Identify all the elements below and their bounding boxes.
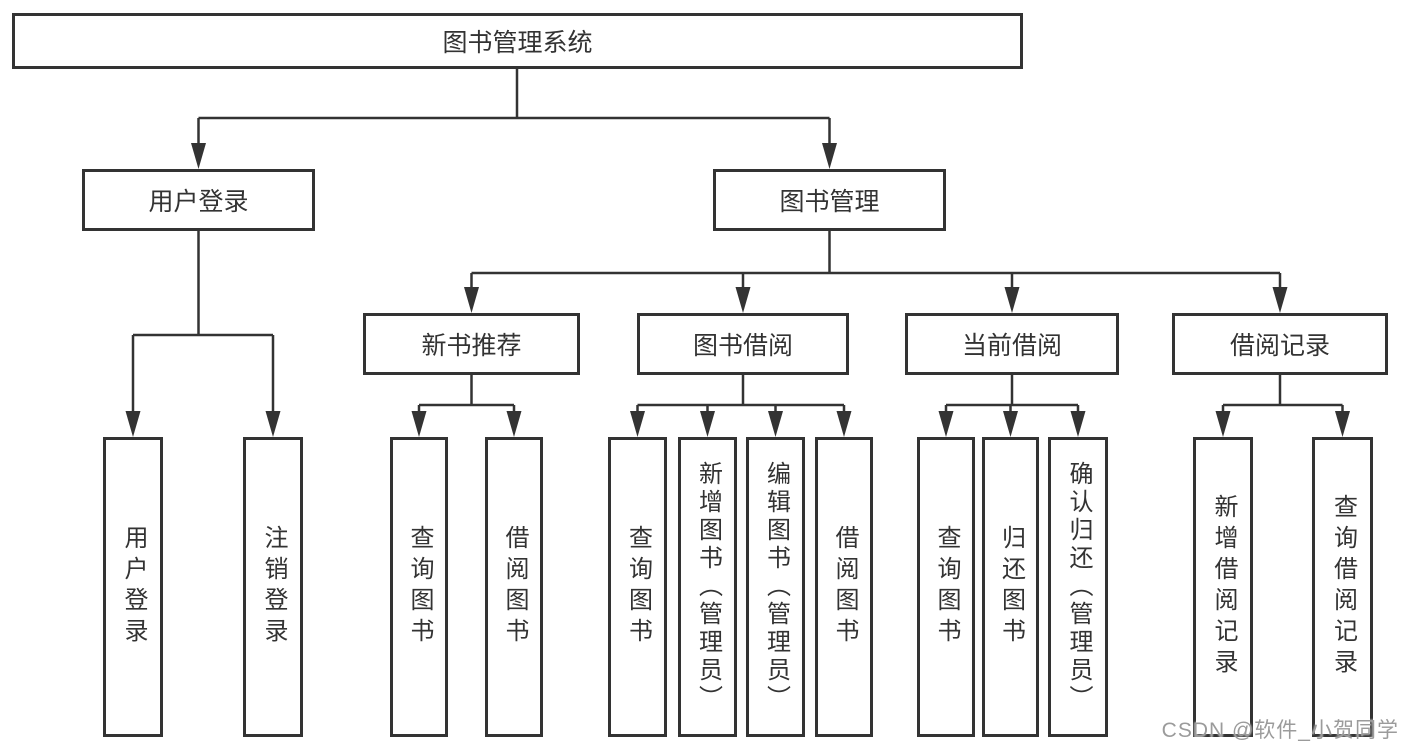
node-leaf-return-books: 归还图书 (982, 437, 1039, 737)
node-leaf-user-login: 用户登录 (103, 437, 163, 737)
node-label: 借阅图书 (831, 525, 858, 649)
node-leaf-borrow-books-1: 借阅图书 (485, 437, 543, 737)
node-leaf-edit-books-admin: 编辑图书（管理员） (746, 437, 805, 737)
node-label: 图书管理系统 (442, 29, 593, 57)
node-new-book-recommendation: 新书推荐 (363, 313, 580, 375)
node-label: 新增图书（管理员） (694, 461, 722, 713)
node-label: 查询图书 (624, 525, 652, 649)
node-label: 查询借阅记录 (1329, 494, 1357, 680)
node-label: 编辑图书（管理员） (762, 461, 790, 713)
node-label: 图书借阅 (692, 332, 793, 360)
node-label: 归还图书 (997, 525, 1025, 649)
node-book-borrowing: 图书借阅 (637, 313, 849, 375)
node-label: 当前借阅 (961, 332, 1062, 360)
node-leaf-query-books-3: 查询图书 (917, 437, 975, 737)
node-library-management-system: 图书管理系统 (12, 13, 1023, 69)
node-label: 图书管理 (779, 188, 880, 216)
node-label: 借阅记录 (1229, 332, 1330, 360)
node-leaf-add-books-admin: 新增图书（管理员） (678, 437, 737, 737)
node-label: 用户登录 (148, 188, 249, 216)
node-label: 查询图书 (406, 525, 433, 649)
node-label: 查询图书 (933, 525, 960, 649)
node-leaf-borrow-books-2: 借阅图书 (815, 437, 873, 737)
watermark-csdn: CSDN @软件_小贺同学 (1161, 719, 1399, 742)
node-user-login-branch: 用户登录 (82, 169, 315, 231)
node-label: 确认归还（管理员） (1065, 461, 1092, 713)
node-label: 用户登录 (120, 525, 147, 649)
node-label: 注销登录 (260, 525, 287, 649)
arrowhead-icons (125, 143, 1350, 437)
node-label: 新增借阅记录 (1210, 494, 1237, 680)
node-leaf-query-books-1: 查询图书 (390, 437, 448, 737)
node-leaf-query-borrow-record: 查询借阅记录 (1312, 437, 1373, 737)
node-leaf-add-borrow-record: 新增借阅记录 (1193, 437, 1253, 737)
node-current-borrowing: 当前借阅 (905, 313, 1119, 375)
node-leaf-confirm-return-admin: 确认归还（管理员） (1048, 437, 1108, 737)
node-leaf-query-books-2: 查询图书 (608, 437, 667, 737)
node-book-management-branch: 图书管理 (713, 169, 946, 231)
node-label: 新书推荐 (421, 332, 522, 360)
node-leaf-logout: 注销登录 (243, 437, 303, 737)
node-borrowing-records: 借阅记录 (1172, 313, 1388, 375)
node-label: 借阅图书 (501, 525, 528, 649)
